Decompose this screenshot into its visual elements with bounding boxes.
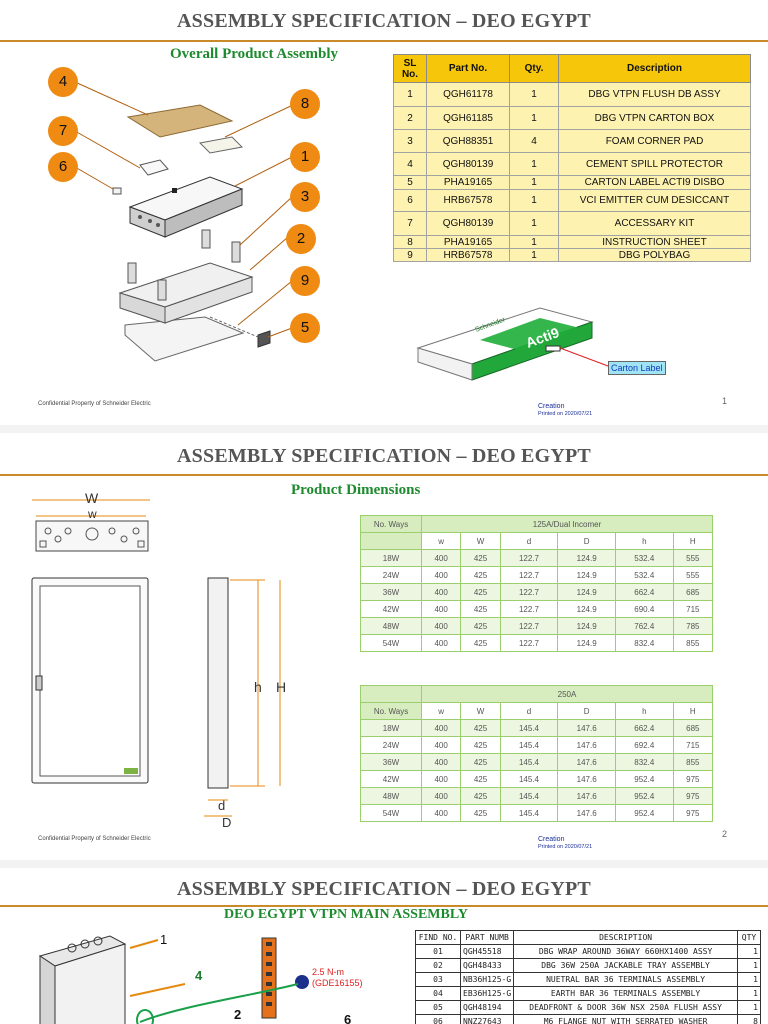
col-header-description: Description [558,54,751,83]
accessory-kit-part [139,159,169,176]
table-caption: 250A [421,685,713,703]
slide-subtitle: Product Dimensions [291,482,421,498]
dimension-drawing: W w h H d D [31,490,286,830]
col-header-part-no: Part No. [426,54,510,83]
callout-7: 7 [48,116,78,146]
title-rule [0,474,768,476]
slide-3: ASSEMBLY SPECIFICATION – DEO EGYPT DEO E… [0,868,768,1024]
instruction-sheet-part [198,136,244,154]
callout-5: 5 [290,313,320,343]
callout-1: 1 [290,142,320,172]
col-header-sl: SL No. [393,54,427,83]
slide-1: ASSEMBLY SPECIFICATION – DEO EGYPT Overa… [0,0,768,425]
printed-date: Printed on 2020/07/21 [538,411,593,417]
foam-pad-part [127,262,137,284]
torque-reference: (GDE16155) [312,978,363,988]
slide-2: ASSEMBLY SPECIFICATION – DEO EGYPT Produ… [0,433,768,860]
main-assembly-drawing [38,935,309,1024]
callout-2: 2 [286,224,316,254]
printed-date: Printed on 2020/07/21 [538,844,593,850]
slide-title: ASSEMBLY SPECIFICATION – DEO EGYPT [177,10,591,32]
dim-D-label: D [222,815,231,830]
torque-value: 2.5 N-m [312,967,345,977]
slide-subtitle: Overall Product Assembly [170,46,339,62]
creation-label: Creation [538,403,565,410]
exploded-assembly-drawing [74,81,296,362]
callout-6: 6 [48,152,78,182]
footer-confidential: Confidential Property of Schneider Elect… [38,401,151,407]
callout-6: 6 [344,1012,352,1024]
vci-emitter-part [112,187,122,195]
slide-separator [0,860,768,868]
carton-label-callout: Carton Label [608,361,666,375]
dim-W-label: W [85,490,99,506]
title-rule [0,40,768,42]
carton-box-drawing: Schneider Acti9 [416,307,609,381]
col-header-qty: Qty. [509,54,559,83]
dim-h-label: h [254,679,262,695]
callout-2: 2 [234,1007,242,1022]
footer-confidential: Confidential Property of Schneider Elect… [38,836,151,842]
carton-label-part [257,330,271,348]
callout-8: 8 [290,89,320,119]
callout-3: 3 [290,182,320,212]
polybag-part [124,316,245,362]
callout-4: 4 [195,968,203,983]
callout-1: 1 [160,932,168,947]
table-caption: 125A/Dual Incomer [421,515,713,533]
slide-separator [0,425,768,433]
callout-9: 9 [290,266,320,296]
cement-spill-protector-part [126,104,234,138]
page-number: 1 [722,396,728,406]
dim-H-label: H [276,679,286,695]
page-number: 2 [722,829,728,839]
dim-w-label: w [87,507,97,521]
slide-subtitle: DEO EGYPT VTPN MAIN ASSEMBLY [224,907,469,922]
callout-4: 4 [48,67,78,97]
creation-label: Creation [538,836,565,843]
slide-title: ASSEMBLY SPECIFICATION – DEO EGYPT [177,878,591,900]
slide-title: ASSEMBLY SPECIFICATION – DEO EGYPT [177,445,591,467]
title-rule [0,905,768,907]
dim-d-label: d [218,798,225,813]
carton-label-box [545,345,561,352]
side-view [207,577,229,789]
